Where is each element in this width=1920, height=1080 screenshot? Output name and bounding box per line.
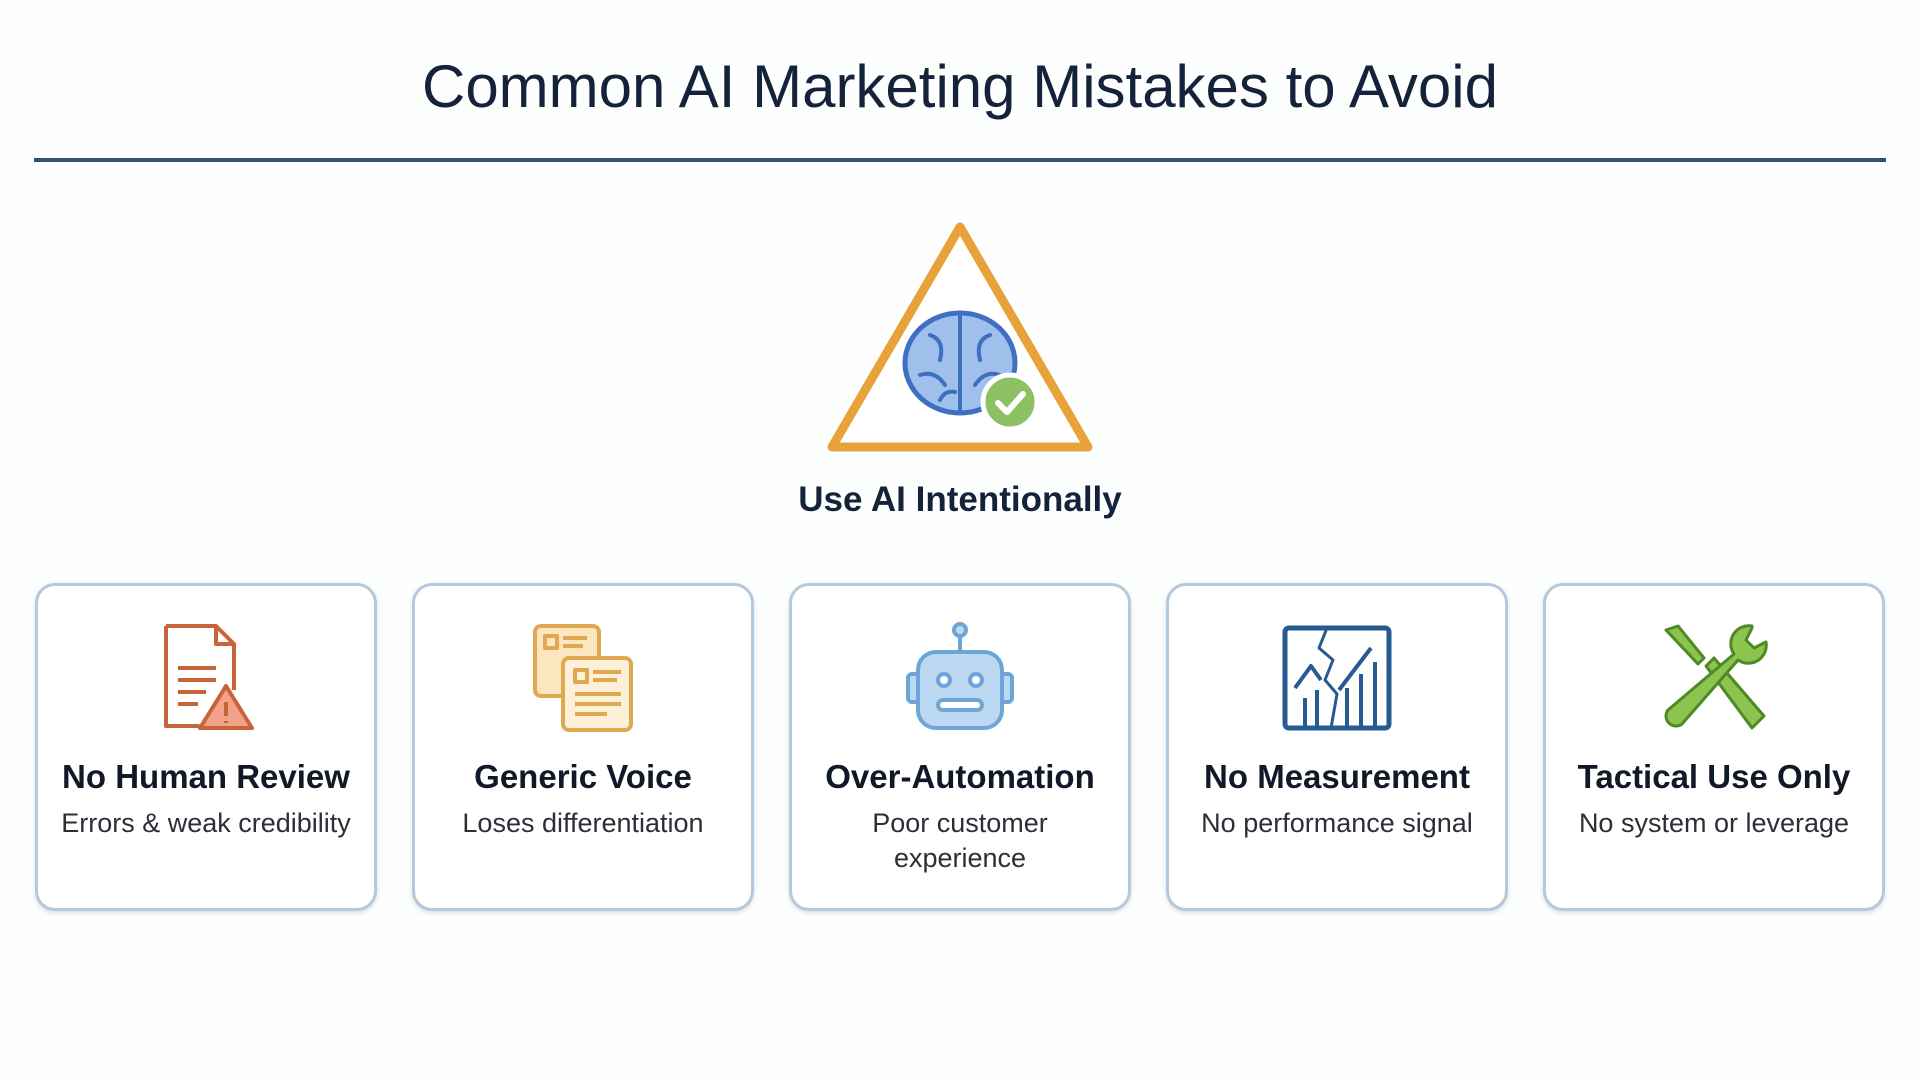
brain-warning-check-icon [827, 222, 1093, 452]
card-title: No Measurement [1204, 758, 1470, 795]
card-description: Loses differentiation [462, 808, 704, 838]
duplicate-documents-icon [533, 624, 633, 732]
broken-chart-icon [1282, 625, 1392, 731]
card-description: No system or leverage [1578, 808, 1850, 838]
page-title: Common AI Marketing Mistakes to Avoid [421, 53, 1498, 120]
card-title: Generic Voice [474, 758, 692, 795]
document-warning-icon [164, 624, 254, 730]
card-description: Errors & weak credibility [61, 808, 351, 838]
card-generic-voice: Generic Voice Loses differentiation [412, 583, 754, 911]
card-no-measurement: No Measurement No performance signal [1166, 583, 1508, 911]
card-description: No performance signal [1201, 808, 1473, 838]
card-no-human-review: No Human Review Errors & weak credibilit… [35, 583, 377, 911]
card-description: Poor customer experience [872, 808, 1048, 873]
robot-icon [906, 622, 1014, 730]
hero-label: Use AI Intentionally [798, 480, 1122, 519]
card-over-automation: Over-Automation Poor customer experience [789, 583, 1131, 911]
card-title: Tactical Use Only [1577, 758, 1851, 795]
wrench-screwdriver-icon [1664, 624, 1768, 730]
card-title: No Human Review [62, 758, 350, 795]
card-tactical-use-only: Tactical Use Only No system or leverage [1543, 583, 1885, 911]
title-divider [34, 158, 1886, 162]
card-title: Over-Automation [825, 758, 1095, 795]
